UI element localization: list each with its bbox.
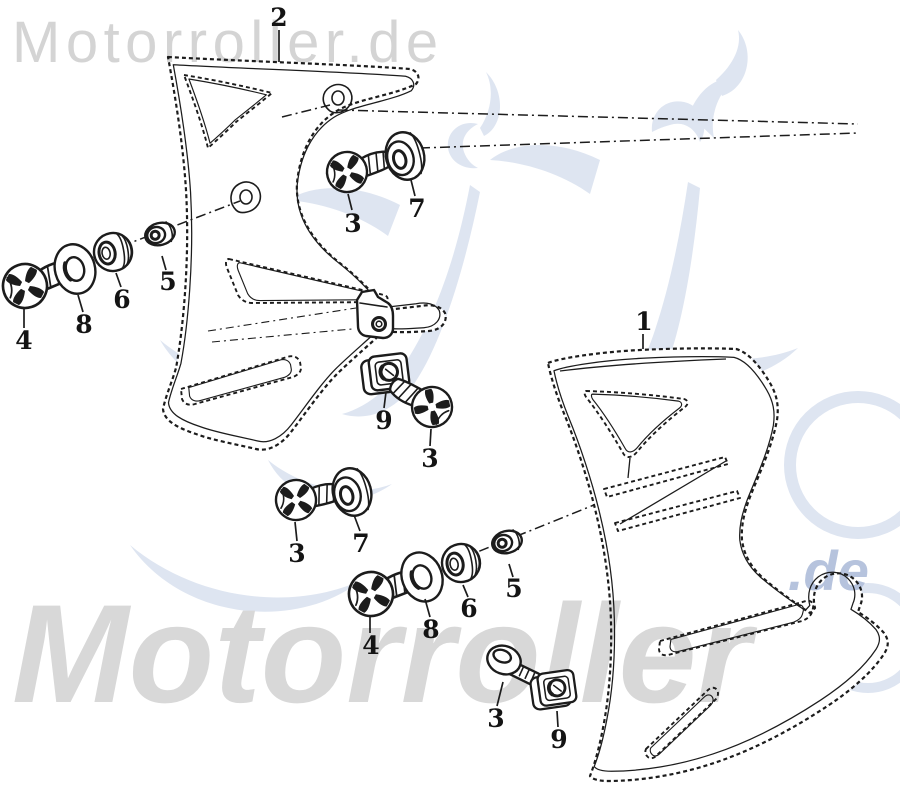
callout-numbers: 1 2 3 7 4 8 6 5 9 3 3 7 4 8 6 5 3 9	[15, 3, 652, 754]
panel-right-top-lip	[559, 358, 727, 372]
nut-5-left	[141, 217, 179, 251]
axis-line-top-lower	[419, 132, 859, 149]
logo-horn-2	[716, 30, 748, 96]
callout-3-middle: 3	[421, 444, 438, 473]
fairing-panel-left	[161, 55, 447, 451]
watermark-header-text: Motorroller.de	[12, 10, 444, 75]
leader-3-top	[347, 193, 353, 211]
leader-6-left	[115, 272, 122, 288]
leader-3-middle	[429, 428, 432, 447]
callout-6-left: 6	[113, 285, 130, 314]
teardrop-hole-top	[322, 83, 353, 114]
callout-2: 2	[270, 3, 287, 32]
logo-wing	[490, 145, 600, 194]
leader-7-lower	[353, 514, 361, 532]
callout-8-lower: 8	[422, 615, 439, 644]
callout-leader-lines	[23, 30, 644, 728]
leader-7-top	[410, 179, 416, 197]
panel-right-z-slat-1	[603, 456, 729, 498]
nut-5-lower	[488, 525, 526, 559]
callout-1: 1	[635, 307, 652, 336]
grommet-7-lower	[325, 462, 379, 522]
axis-line-left-cluster	[27, 200, 241, 283]
teardrop-hole-mid	[230, 181, 262, 214]
axis-line-teardrop-a	[281, 104, 331, 118]
callout-4-left: 4	[15, 326, 32, 355]
leader-9-bottom	[556, 710, 559, 728]
leader-8-left	[77, 294, 84, 313]
leader-3-bottom	[496, 681, 504, 707]
grommet-6-left	[89, 228, 137, 276]
callout-7-lower: 7	[352, 529, 369, 558]
washer-8-left	[47, 237, 103, 301]
logo-wave-3	[130, 545, 362, 612]
callout-8-left: 8	[75, 310, 92, 339]
panel-right-recess-tail	[627, 457, 631, 479]
logo-head-curl	[447, 122, 478, 169]
leader-3-lower-left	[294, 521, 298, 542]
panel-right-z-diagonal	[619, 460, 727, 525]
leader-9-middle	[383, 391, 387, 409]
teardrop-hole-top-inner	[331, 90, 345, 106]
axis-line-top-upper	[337, 109, 859, 125]
logo-wing	[288, 188, 400, 236]
logo-ring-1	[784, 391, 900, 539]
leader-8-lower	[424, 598, 431, 618]
teardrop-hole-mid-inner	[239, 189, 253, 205]
callout-5-left: 5	[159, 267, 176, 296]
bracket-pointer-2	[211, 328, 353, 343]
callout-9-bottom: 9	[550, 725, 567, 754]
leader-6-lower	[462, 584, 469, 598]
panel-right-z-slat-2	[614, 490, 741, 532]
grommet-7-top	[378, 126, 432, 186]
mounting-bracket	[355, 288, 395, 340]
leader-5-left	[161, 255, 167, 271]
fairing-panel-right	[546, 347, 889, 783]
callout-7-top: 7	[408, 194, 425, 223]
callout-4-lower: 4	[362, 631, 379, 660]
bracket-pointer-1	[207, 307, 357, 332]
logo-horn	[690, 77, 736, 138]
callout-9-middle: 9	[375, 406, 392, 435]
leader-5-lower	[508, 563, 514, 578]
logo-neck-swoosh	[342, 185, 480, 417]
callout-3-bottom: 3	[487, 704, 504, 733]
callout-5-lower: 5	[505, 574, 522, 603]
callout-6-lower: 6	[460, 594, 477, 623]
logo-horn	[480, 72, 501, 136]
watermark-de-suffix: .de	[788, 539, 869, 602]
callout-3-lower-left: 3	[288, 539, 305, 568]
callout-3-top: 3	[344, 209, 361, 238]
